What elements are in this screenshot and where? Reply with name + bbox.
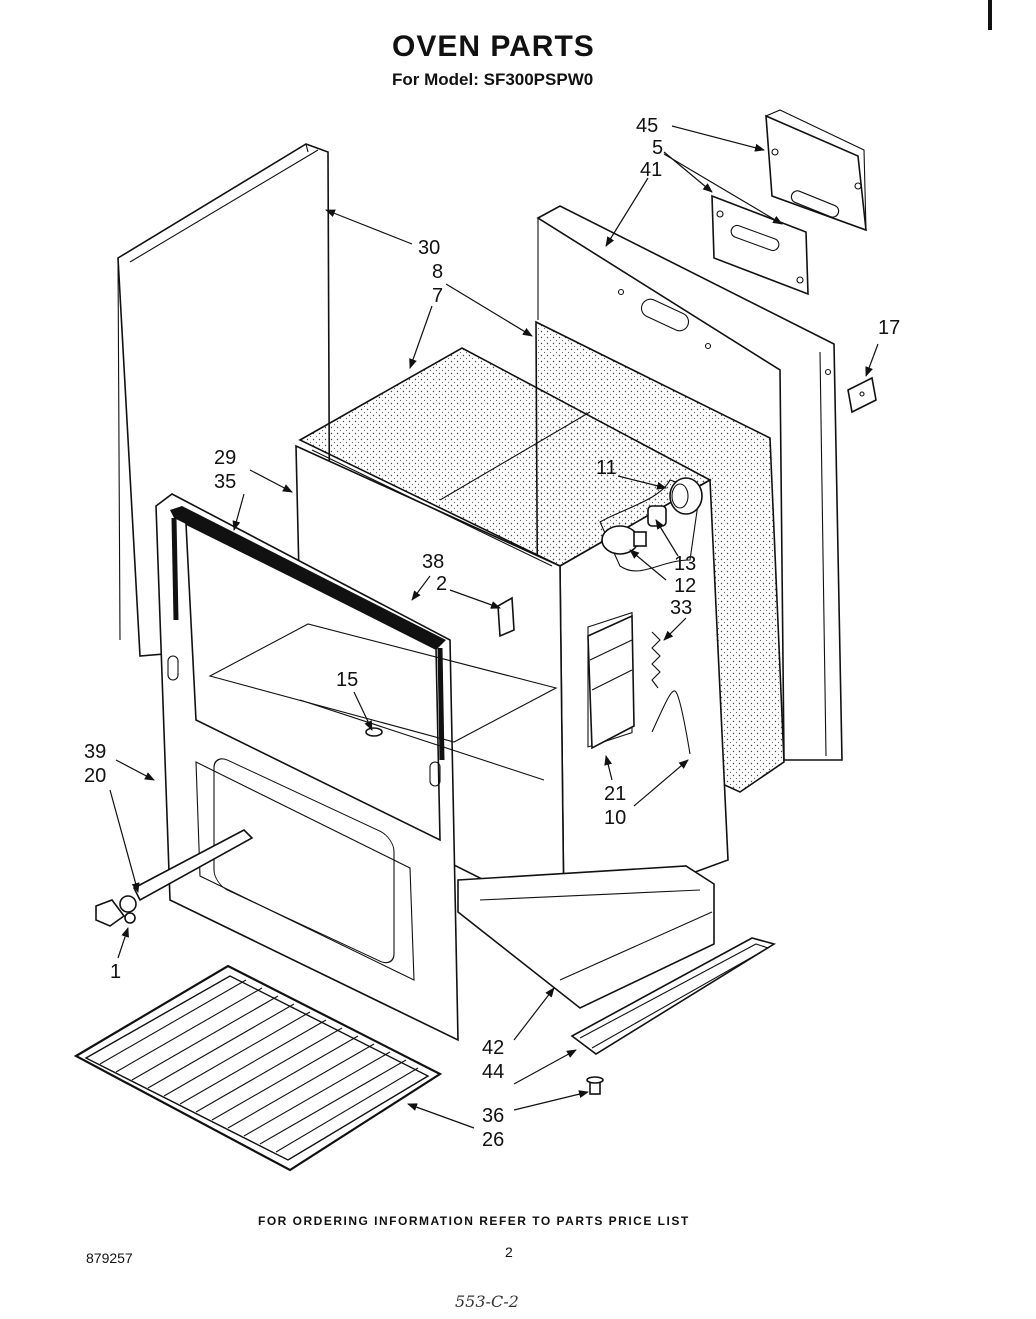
part-29-front-frame [155, 493, 558, 1042]
part-1-screw [124, 912, 136, 924]
callout-33: 33 [670, 597, 692, 619]
callout-38: 38 [422, 551, 444, 573]
callout-42: 42 [482, 1037, 504, 1059]
part-26-oven-rack [73, 964, 443, 1172]
callout-17: 17 [878, 317, 900, 339]
leader-lines [109, 125, 879, 1129]
callout-8: 8 [432, 261, 443, 283]
ordering-note: FOR ORDERING INFORMATION REFER TO PARTS … [258, 1214, 690, 1228]
handwritten-note: 553-C-2 [455, 1292, 519, 1311]
part-15-screw [365, 727, 383, 737]
callout-29: 29 [214, 447, 236, 469]
callout-11: 11 [596, 457, 617, 479]
callout-44: 44 [482, 1061, 504, 1083]
callout-36: 36 [482, 1105, 504, 1127]
callout-labels: 45 5 41 30 8 7 17 29 35 11 13 12 38 2 33… [84, 115, 900, 1151]
callout-13: 13 [674, 553, 696, 575]
part-41-rear-panel [536, 205, 843, 761]
callout-10: 10 [604, 807, 626, 829]
callout-2: 2 [436, 573, 447, 595]
part-42-bottom-panel [457, 865, 715, 1009]
part-33-spring [651, 631, 661, 689]
callout-12: 12 [674, 575, 696, 597]
callout-41: 41 [640, 159, 662, 181]
part-45-bracket [765, 109, 867, 232]
part-20-rack-slide [95, 829, 254, 927]
callout-30: 30 [418, 237, 440, 259]
part-11-light-socket [669, 477, 703, 515]
part-12-bulb [601, 525, 647, 555]
page-number: 2 [505, 1244, 513, 1260]
model-line: For Model: SF300PSPW0 [392, 70, 594, 89]
part-17-bracket [847, 376, 877, 414]
callout-15: 15 [336, 669, 358, 691]
callout-1: 1 [110, 961, 121, 983]
part-13-bulb-socket [647, 505, 667, 527]
callout-26: 26 [482, 1129, 504, 1151]
part-44-rail [570, 937, 776, 1055]
part-21-rack-guide [587, 614, 635, 750]
callout-39: 39 [84, 741, 106, 763]
page-title: OVEN PARTS [392, 30, 595, 63]
callout-35: 35 [214, 471, 236, 493]
callout-21: 21 [604, 783, 626, 805]
part-36-screw [586, 1076, 604, 1095]
document-number: 879257 [86, 1250, 133, 1266]
callout-5: 5 [652, 137, 663, 159]
callout-45: 45 [636, 115, 658, 137]
callout-20: 20 [84, 765, 106, 787]
part-2-clip [497, 596, 515, 638]
callout-7: 7 [432, 285, 443, 307]
